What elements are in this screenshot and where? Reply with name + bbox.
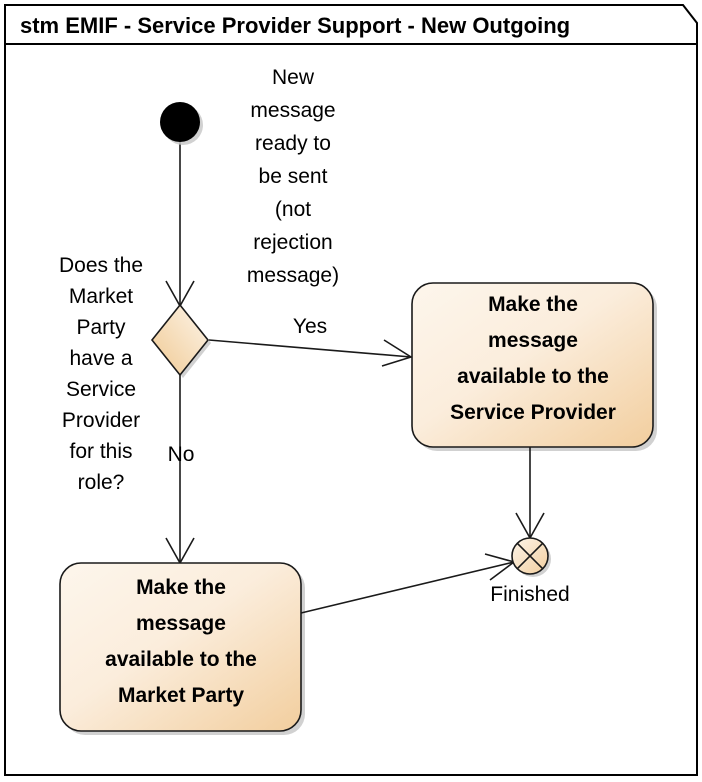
decision-question-line-2: Market (69, 285, 133, 308)
decision-question-line-8: role? (78, 471, 125, 494)
trigger-note-line-5: (not (275, 198, 311, 221)
decision-diamond[interactable] (150, 303, 211, 378)
state-service-provider-line-3: available to the (457, 365, 609, 388)
state-market-party-line-2: message (136, 612, 226, 635)
edge-decision-yes: Yes (208, 315, 413, 367)
diagram-outer-frame (4, 43, 698, 776)
trigger-note-line-4: be sent (259, 165, 328, 188)
state-market-party[interactable]: Make the message available to the Market… (59, 562, 305, 735)
edge-label-no: No (168, 443, 195, 466)
state-market-party-line-3: available to the (105, 648, 257, 671)
decision-question-line-1: Does the (59, 254, 143, 277)
decision-question-text: Does the Market Party have a Service Pro… (59, 254, 143, 494)
decision-question-line-6: Provider (62, 409, 140, 432)
decision-question-line-3: Party (76, 316, 126, 339)
edge-decision-no: No (165, 375, 195, 565)
trigger-note-line-3: ready to (255, 132, 331, 155)
trigger-note-line-6: rejection (253, 231, 332, 254)
state-service-provider-line-1: Make the (488, 293, 578, 316)
initial-node (160, 102, 203, 145)
diagram-title-tab (4, 4, 698, 44)
state-service-provider-line-4: Service Provider (450, 401, 616, 424)
decision-question-line-4: have a (69, 347, 132, 370)
trigger-note-line-7: message) (247, 264, 339, 287)
terminate-node-label: Finished (490, 583, 569, 606)
trigger-note-line-2: message (250, 99, 335, 122)
state-market-party-line-4: Market Party (118, 684, 244, 707)
page-title: stm EMIF - Service Provider Support - Ne… (20, 13, 570, 38)
decision-question-line-5: Service (66, 378, 136, 401)
state-service-provider[interactable]: Make the message available to the Servic… (411, 282, 657, 451)
edge-label-yes: Yes (293, 315, 327, 338)
trigger-note-line-1: New (272, 66, 315, 89)
state-market-party-line-1: Make the (136, 576, 226, 599)
terminate-node[interactable] (511, 537, 551, 577)
decision-question-line-7: for this (69, 440, 132, 463)
trigger-note: New message ready to be sent (not reject… (247, 66, 339, 287)
state-service-provider-line-2: message (488, 329, 578, 352)
